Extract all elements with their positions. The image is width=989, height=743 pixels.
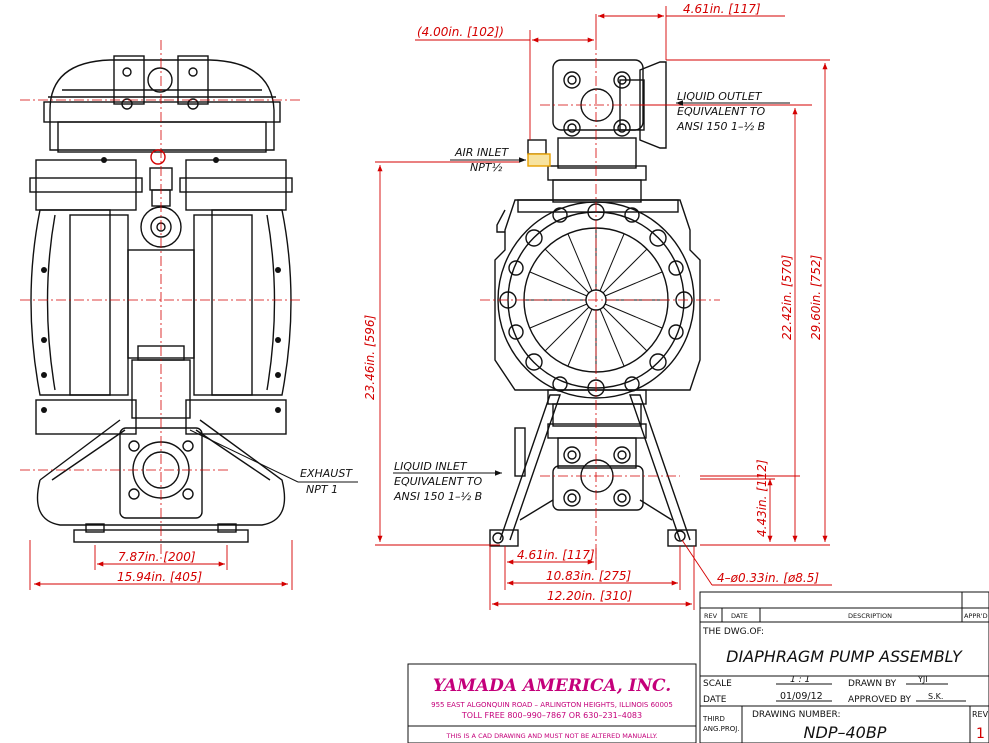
company-phone: TOLL FREE 800–990–7867 OR 630–231–4083 — [461, 711, 642, 720]
dim-height-inlet: 4.43in. [112] — [755, 459, 769, 537]
liquid-inlet-equiv: EQUIVALENT TO — [394, 475, 482, 488]
liquid-outlet-size: ANSI 150 1–½ B — [676, 120, 765, 133]
date-value: 01/09/12 — [780, 691, 823, 702]
dim-mount-holes: 4–ø0.33in. [ø8.5] — [717, 571, 819, 585]
rev-value: 1 — [976, 726, 985, 742]
company-block: YAMADA AMERICA, INC. 955 EAST ALGONQUIN … — [407, 663, 697, 743]
cad-notice: THIS IS A CAD DRAWING AND MUST NOT BE AL… — [445, 732, 657, 740]
liquid-inlet-size: ANSI 150 1–½ B — [393, 490, 482, 503]
approved-by-value: S.K. — [928, 692, 943, 701]
dim-front-width: 15.94in. [405] — [117, 570, 203, 584]
date-label: DATE — [703, 695, 727, 705]
side-view — [480, 40, 720, 560]
company-address: 955 EAST ALGONQUIN ROAD – ARLINGTON HEIG… — [431, 701, 673, 709]
dim-side-width: 12.20in. [310] — [547, 589, 633, 603]
liquid-outlet-equiv: EQUIVALENT TO — [677, 105, 765, 118]
dim-side-inlet-offset: 4.61in. [117] — [517, 548, 595, 562]
drawing-title: DIAPHRAGM PUMP ASSEMBLY — [726, 647, 963, 666]
company-name: YAMADA AMERICA, INC. — [433, 676, 671, 696]
description-column-header: DESCRIPTION — [848, 612, 892, 620]
drawn-by-value: YJI — [917, 675, 928, 684]
projection-line2: ANG.PROJ. — [703, 725, 740, 733]
dim-height-total: 29.60in. [752] — [809, 254, 823, 340]
dim-height-outlet: 22.42in. [570] — [780, 254, 794, 340]
scale-label: SCALE — [703, 679, 732, 689]
dim-side-foot-span: 10.83in. [275] — [546, 569, 632, 583]
projection-line1: THIRD — [702, 715, 725, 723]
drawing-number-label: DRAWING NUMBER: — [752, 710, 841, 720]
air-inlet-size: NPT½ — [470, 161, 503, 174]
approved-by-label: APPROVED BY — [848, 695, 912, 705]
drawing-number: NDP–40BP — [804, 723, 887, 742]
scale-value: 1 : 1 — [790, 675, 810, 685]
air-inlet-callout: AIR INLET — [454, 146, 509, 159]
liquid-outlet-callout: LIQUID OUTLET — [677, 90, 763, 103]
dwg-of-label: THE DWG.OF: — [702, 627, 764, 637]
dim-top-offset: (4.00in. [102]) — [417, 25, 504, 39]
exhaust-size: NPT 1 — [306, 483, 338, 496]
dim-top-overall: 4.61in. [117] — [683, 2, 761, 16]
dim-height-overall: 23.46in. [596] — [363, 314, 377, 400]
liquid-inlet-callout: LIQUID INLET — [394, 460, 468, 473]
drawn-by-label: DRAWN BY — [848, 679, 897, 689]
rev-column-header: REV — [704, 612, 718, 620]
apprd-column-header: APPR'D — [964, 612, 988, 620]
date-column-header: DATE — [731, 612, 748, 620]
rev-label: REV — [972, 710, 989, 719]
title-block — [699, 591, 989, 743]
front-view — [20, 40, 300, 560]
dim-front-foot-span: 7.87in. [200] — [118, 550, 196, 564]
exhaust-callout: EXHAUST — [300, 467, 353, 480]
